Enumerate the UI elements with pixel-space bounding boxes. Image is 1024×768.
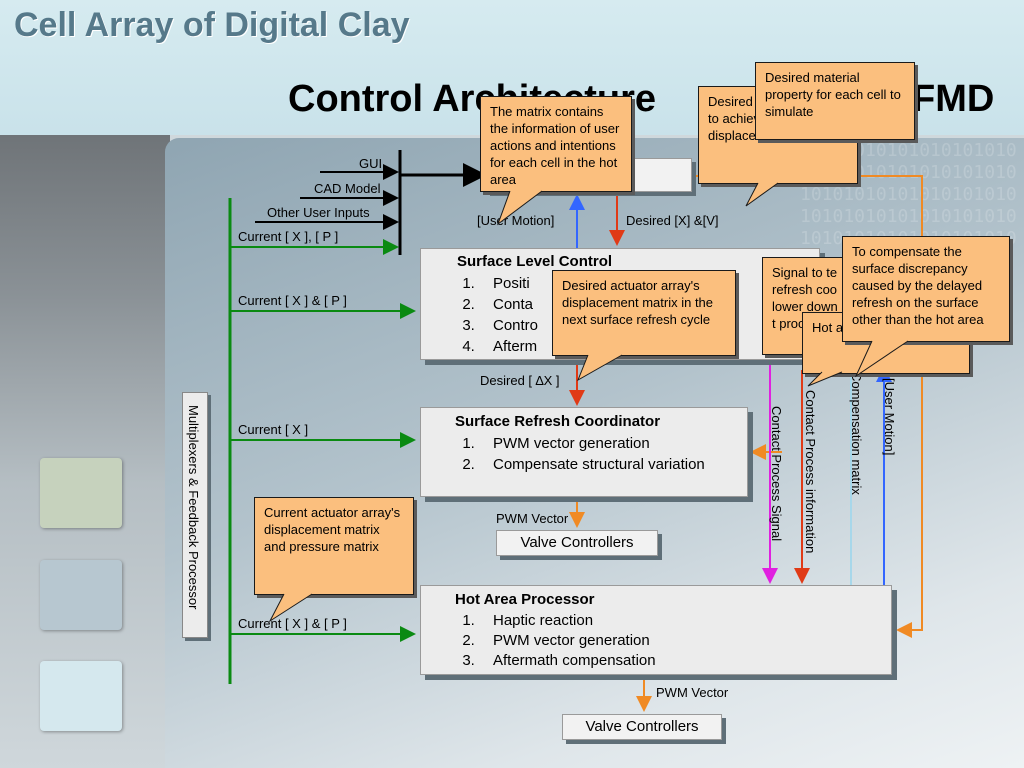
- valve-controllers-2: Valve Controllers: [562, 714, 722, 740]
- src-item: PWM vector generation: [479, 433, 739, 454]
- slc-item: Conta: [479, 294, 538, 315]
- pwm-vector-label-2: PWM Vector: [656, 685, 729, 700]
- current-x-and-p-label: Current [ X ] & [ P ]: [238, 293, 347, 308]
- valve-controllers-1: Valve Controllers: [496, 530, 658, 556]
- hot-area-processor-title: Hot Area Processor: [455, 591, 595, 608]
- current-x-p-label: Current [ X ], [ P ]: [238, 229, 339, 244]
- callout-matrix-info: The matrix contains the information of u…: [480, 96, 634, 228]
- contact-process-information-label: Contact Process information: [803, 390, 818, 554]
- decor-square-green: [40, 458, 122, 528]
- hap-item: Haptic reaction: [479, 611, 656, 631]
- surface-refresh-coordinator-title: Surface Refresh Coordinator: [455, 413, 661, 430]
- callout-current-actuator: Current actuator array's displacement ma…: [254, 497, 416, 625]
- desired-dx-label: Desired [ ∆X ]: [480, 373, 560, 388]
- other-user-inputs-label: Other User Inputs: [267, 205, 370, 220]
- desired-x-v-label: Desired [X] &[V]: [626, 213, 719, 228]
- callout-compensate: To compensate the surface discrepancy ca…: [842, 236, 1012, 386]
- slc-item: Afterm: [479, 336, 538, 357]
- contact-process-signal-label: Contact Process Signal: [769, 406, 784, 542]
- surface-refresh-coordinator-box: Surface Refresh Coordinator PWM vector g…: [420, 407, 748, 497]
- callout-desired-actuator: Desired actuator array's displacement ma…: [552, 270, 738, 382]
- hot-area-processor-box: Hot Area Processor Haptic reaction PWM v…: [420, 585, 892, 675]
- hap-item: Aftermath compensation: [479, 651, 656, 671]
- decor-square-light: [40, 661, 122, 731]
- user-motion-label: [User Motion]: [477, 213, 555, 228]
- slide-subtitle-end: FMD: [912, 78, 995, 120]
- pwm-vector-label-1: PWM Vector: [496, 511, 569, 526]
- callout-material-property: Desired material property for each cell …: [755, 62, 917, 140]
- surface-level-control-title: Surface Level Control: [457, 253, 613, 270]
- src-item: Compensate structural variation: [479, 454, 739, 475]
- current-x-and-p-label-2: Current [ X ] & [ P ]: [238, 616, 347, 631]
- slc-item: Positi: [479, 273, 538, 294]
- hap-item: PWM vector generation: [479, 631, 656, 651]
- mux-label: Multiplexers & Feedback Processor: [186, 405, 201, 610]
- current-x-label: Current [ X ]: [238, 422, 309, 437]
- cad-model-label: CAD Model: [314, 181, 381, 196]
- decor-square-blue: [40, 560, 122, 630]
- slc-item: Contro: [479, 315, 538, 336]
- multiplexers-feedback-processor: Multiplexers & Feedback Processor: [182, 392, 208, 638]
- gui-label: GUI: [359, 156, 383, 171]
- slide-title: Cell Array of Digital Clay: [14, 6, 410, 44]
